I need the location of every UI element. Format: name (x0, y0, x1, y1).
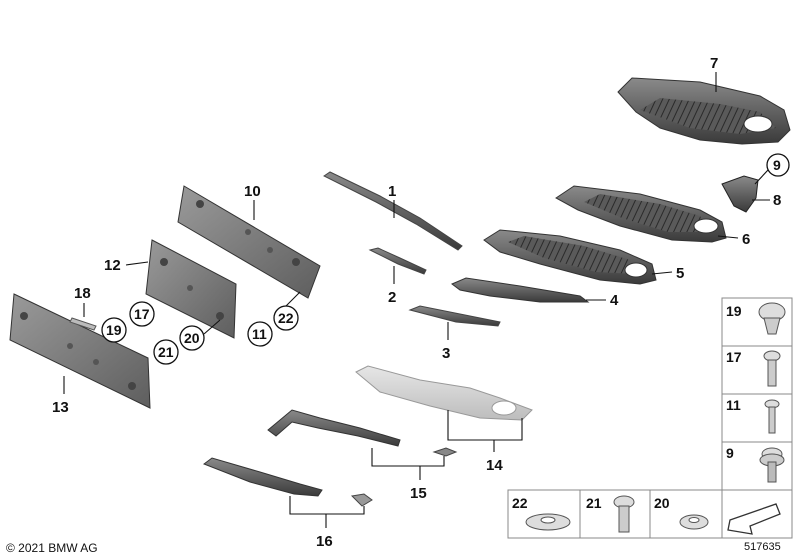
callout-5: 5 (651, 265, 684, 282)
svg-text:10: 10 (244, 183, 261, 200)
callout-14: 14 (447, 410, 523, 474)
legend-item-9[interactable]: 9 (726, 445, 785, 483)
part-18-spacer[interactable] (69, 317, 97, 331)
callout-20-circled: 20 (179, 319, 221, 351)
svg-text:11: 11 (252, 326, 267, 342)
callout-22-circled: 22 (273, 291, 301, 331)
callout-10: 10 (244, 183, 261, 220)
callout-16: 16 (289, 496, 365, 550)
callout-12: 12 (104, 257, 149, 274)
part-3-trim-strip[interactable] (408, 305, 501, 327)
callout-4: 4 (586, 292, 619, 309)
part-12-license-plate-carrier[interactable] (145, 239, 237, 339)
svg-text:4: 4 (610, 292, 619, 309)
legend-item-20[interactable]: 20 (654, 495, 709, 530)
callout-9-circled: 9 (754, 153, 790, 185)
legend-item-21[interactable]: 21 (586, 495, 635, 533)
svg-text:21: 21 (158, 344, 174, 360)
svg-text:20: 20 (654, 495, 670, 511)
svg-text:21: 21 (586, 495, 602, 511)
part-13-license-plate-holder[interactable] (9, 293, 151, 409)
svg-text:18: 18 (74, 285, 91, 302)
callout-2: 2 (388, 266, 396, 306)
copyright-notice: © 2021 BMW AG (6, 541, 98, 555)
callout-3: 3 (442, 322, 450, 362)
part-6-grille-frame[interactable] (555, 185, 727, 243)
part-15-trim-strip[interactable] (267, 409, 458, 457)
svg-text:19: 19 (726, 303, 742, 319)
part-14-bumper-trim-primed[interactable] (355, 365, 533, 421)
part-7-upper-trim[interactable] (617, 77, 791, 145)
part-16-trim-strip-lower[interactable] (202, 457, 373, 507)
callout-17-circled: 17 (129, 301, 155, 327)
part-5-grille-frame[interactable] (483, 229, 657, 285)
callout-15: 15 (371, 448, 445, 502)
callout-7: 7 (710, 55, 718, 92)
svg-text:19: 19 (106, 322, 122, 338)
svg-text:15: 15 (410, 485, 427, 502)
svg-text:16: 16 (316, 533, 333, 550)
part-4-trim-strip[interactable] (451, 277, 590, 303)
legend-item-19[interactable]: 19 (726, 302, 786, 335)
callout-11-circled: 11 (247, 321, 273, 347)
svg-text:17: 17 (134, 306, 150, 322)
svg-text:14: 14 (486, 457, 503, 474)
svg-text:8: 8 (773, 192, 781, 209)
callout-8: 8 (752, 192, 781, 209)
svg-text:6: 6 (742, 231, 750, 248)
callout-6: 6 (717, 231, 750, 248)
part-8-cap[interactable] (721, 175, 759, 213)
svg-text:7: 7 (710, 55, 718, 72)
svg-text:1: 1 (388, 183, 396, 200)
part-2-trim-strip[interactable] (368, 247, 427, 275)
svg-text:17: 17 (726, 349, 742, 365)
svg-text:11: 11 (726, 397, 741, 413)
diagram-id: 517635 (744, 541, 781, 553)
svg-text:13: 13 (52, 399, 69, 416)
hardware-legend: 19 17 11 9 22 (507, 297, 793, 539)
svg-text:5: 5 (676, 265, 684, 282)
svg-text:22: 22 (512, 495, 528, 511)
callout-21-circled: 21 (153, 339, 179, 365)
legend-arrow-icon (727, 503, 781, 535)
svg-text:9: 9 (726, 445, 734, 461)
part-1-trim-strip-long[interactable] (323, 171, 463, 251)
part-10-license-plate-base[interactable] (177, 185, 321, 299)
legend-item-11[interactable]: 11 (726, 397, 780, 434)
legend-item-17[interactable]: 17 (726, 349, 781, 387)
svg-text:22: 22 (278, 310, 294, 326)
svg-text:12: 12 (104, 257, 121, 274)
svg-text:9: 9 (773, 157, 781, 173)
svg-text:3: 3 (442, 345, 450, 362)
callout-1: 1 (388, 183, 396, 218)
callout-18: 18 (74, 285, 91, 317)
callout-19-circled: 19 (101, 317, 127, 343)
legend-item-22[interactable]: 22 (512, 495, 571, 531)
svg-text:2: 2 (388, 289, 396, 306)
callout-13: 13 (52, 376, 69, 416)
svg-text:20: 20 (184, 330, 200, 346)
